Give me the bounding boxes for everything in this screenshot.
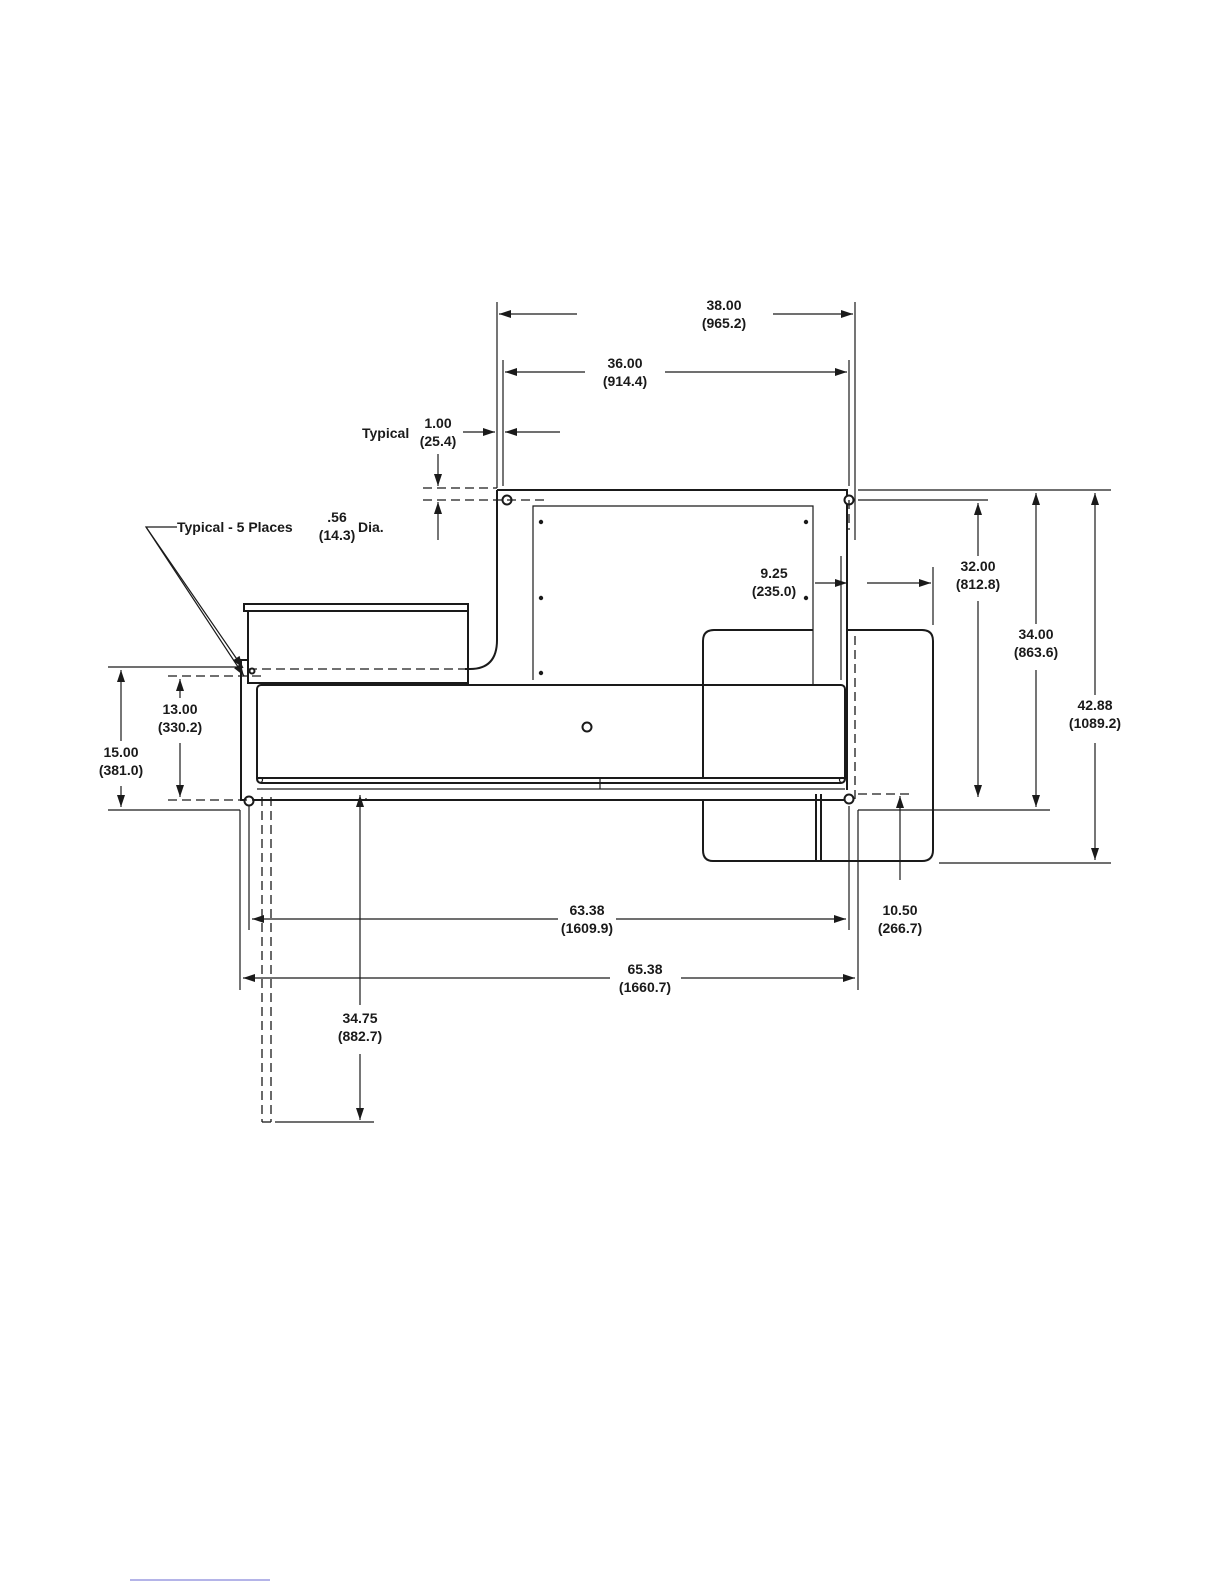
- cabinet-knob: [583, 723, 592, 732]
- extension-lines: [108, 302, 1111, 1122]
- dim-1-00-value: 1.00: [424, 415, 451, 431]
- dim-63-38: 63.38 (1609.9): [561, 902, 613, 936]
- hole-callout-suffix: Dia.: [358, 519, 384, 535]
- dim-42-88-value: 42.88: [1077, 697, 1112, 713]
- dim-32-00-metric: (812.8): [956, 576, 1000, 592]
- dim-10-50: 10.50 (266.7): [878, 902, 922, 936]
- hole-callout-prefix: Typical - 5 Places: [177, 519, 293, 535]
- dim-32-00-value: 32.00: [960, 558, 995, 574]
- dim-42-88: 42.88 (1089.2): [1069, 697, 1121, 731]
- dim-1-00: Typical 1.00 (25.4): [362, 415, 456, 449]
- dim-38-00-metric: (965.2): [702, 315, 746, 331]
- dim-38-00: 38.00 (965.2): [702, 297, 746, 331]
- dim-hole-callout: Typical - 5 Places .56 (14.3) Dia.: [177, 509, 384, 543]
- dim-36-00: 36.00 (914.4): [603, 355, 647, 389]
- top-left-box: [244, 604, 468, 683]
- dim-34-75: 34.75 (882.7): [338, 1010, 382, 1044]
- dim-1-00-prefix: Typical: [362, 425, 409, 441]
- dim-34-75-value: 34.75: [342, 1010, 377, 1026]
- dim-65-38-value: 65.38: [627, 961, 662, 977]
- dim-13-00-value: 13.00: [162, 701, 197, 717]
- mounting-hole: [250, 669, 255, 674]
- dim-9-25-metric: (235.0): [752, 583, 796, 599]
- dim-36-00-value: 36.00: [607, 355, 642, 371]
- mounting-hole: [245, 797, 254, 806]
- dim-13-00: 13.00 (330.2): [158, 701, 202, 735]
- dim-42-88-metric: (1089.2): [1069, 715, 1121, 731]
- main-cabinet: [257, 685, 845, 789]
- hole-callout-value: .56: [327, 509, 347, 525]
- hole-callout-metric: (14.3): [319, 527, 356, 543]
- dim-13-00-metric: (330.2): [158, 719, 202, 735]
- upper-panel: [465, 490, 847, 790]
- dim-15-00-value: 15.00: [103, 744, 138, 760]
- dim-34-00-value: 34.00: [1018, 626, 1053, 642]
- dim-9-25-value: 9.25: [760, 565, 787, 581]
- dim-63-38-metric: (1609.9): [561, 920, 613, 936]
- dim-10-50-metric: (266.7): [878, 920, 922, 936]
- dim-34-00: 34.00 (863.6): [1014, 626, 1058, 660]
- dim-32-00: 32.00 (812.8): [956, 558, 1000, 592]
- right-side-box: [703, 630, 933, 861]
- dim-15-00: 15.00 (381.0): [99, 744, 143, 778]
- dim-34-75-metric: (882.7): [338, 1028, 382, 1044]
- dim-9-25: 9.25 (235.0): [752, 565, 796, 599]
- dim-65-38-metric: (1660.7): [619, 979, 671, 995]
- dim-38-00-value: 38.00: [706, 297, 741, 313]
- dim-10-50-value: 10.50: [882, 902, 917, 918]
- dashed-extension: [262, 797, 271, 1122]
- mounting-hole: [845, 795, 854, 804]
- dim-15-00-metric: (381.0): [99, 762, 143, 778]
- dim-34-00-metric: (863.6): [1014, 644, 1058, 660]
- dim-1-00-metric: (25.4): [420, 433, 457, 449]
- dim-65-38: 65.38 (1660.7): [619, 961, 671, 995]
- dimension-lines: [121, 314, 1095, 1120]
- dim-36-00-metric: (914.4): [603, 373, 647, 389]
- dim-63-38-value: 63.38: [569, 902, 604, 918]
